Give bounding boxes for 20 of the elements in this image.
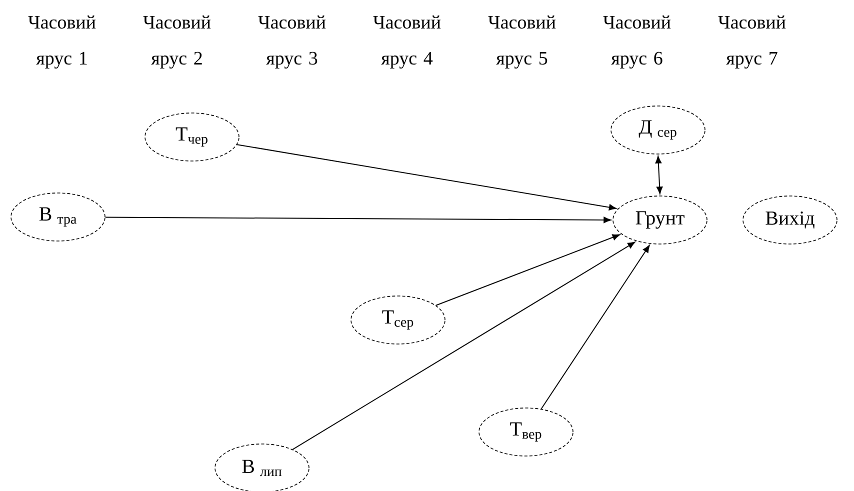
- ellipse-node: В $_{тра}$: [10, 192, 106, 242]
- arrow: [104, 216, 612, 224]
- ellipse-node: Д $_{сер}$: [610, 106, 706, 154]
- column-heading: Часовий ярус 3: [258, 15, 326, 69]
- column-heading: Часовий ярус 1: [28, 15, 96, 69]
- column-heading: Часовий ярус 6: [603, 15, 671, 69]
- arrow: [292, 242, 636, 450]
- ellipse-node: Вихід: [742, 196, 838, 244]
- column-heading: Часовий ярус 4: [373, 15, 441, 69]
- arrow: [236, 144, 616, 210]
- arrow: [655, 156, 663, 194]
- ellipse-node: Грунт: [612, 196, 708, 244]
- ellipse-node: Т$_{чер}$: [144, 112, 240, 162]
- column-heading: Часовий ярус 2: [143, 15, 211, 69]
- arrow: [540, 245, 650, 410]
- arrow: [435, 234, 620, 306]
- column-heading: Часовий ярус 5: [488, 15, 556, 69]
- ellipse-node: Т$_{вер}$: [478, 408, 574, 456]
- column-heading: Часовий ярус 7: [718, 15, 786, 69]
- ellipse-node: Т$_{сер}$: [350, 296, 446, 344]
